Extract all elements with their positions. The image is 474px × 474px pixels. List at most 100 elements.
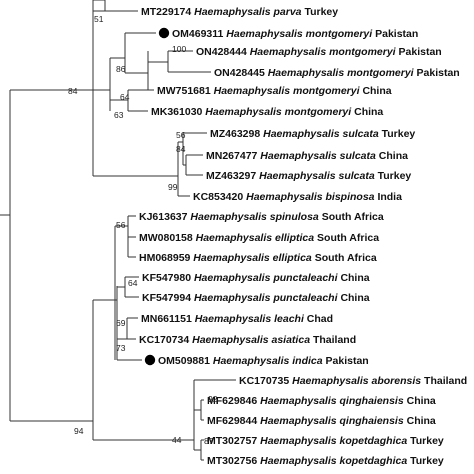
taxon-country: Turkey [304, 6, 338, 18]
taxon-species: Haemaphysalis elliptica [196, 232, 317, 244]
taxon-label: KC170734 Haemaphysalis asiatica Thailand [139, 334, 356, 346]
taxon-label: MZ463298 Haemaphysalis sulcata Turkey [210, 128, 415, 140]
taxon-label: OM509881 Haemaphysalis indica Pakistan [158, 355, 369, 367]
taxon-country: South Africa [315, 252, 377, 264]
taxon-species: Haemaphysalis kopetdaghica [260, 455, 410, 467]
taxon-accession: KC853420 [193, 191, 246, 203]
bootstrap-value: 94 [74, 426, 84, 436]
taxon-species: Haemaphysalis sulcata [260, 150, 378, 162]
taxon-species: Haemaphysalis sulcata [263, 128, 381, 140]
taxon-species: Haemaphysalis montgomeryi [205, 106, 354, 118]
bootstrap-value: 84 [176, 144, 186, 154]
sample-marker [144, 354, 156, 366]
tree-markers [144, 27, 170, 366]
taxon-country: China [354, 106, 383, 118]
taxon-label: KJ613637 Haemaphysalis spinulosa South A… [139, 211, 384, 223]
taxon-species: Haemaphysalis montgomeryi [226, 28, 375, 40]
taxon-accession: MF629844 [207, 415, 260, 427]
taxon-species: Haemaphysalis leachi [195, 313, 307, 325]
bootstrap-value: 56 [176, 130, 186, 140]
taxon-country: China [362, 85, 391, 97]
taxon-label: MK361030 Haemaphysalis montgomeryi China [151, 106, 383, 118]
taxon-country: Thailand [424, 375, 467, 387]
taxon-species: Haemaphysalis montgomeryi [250, 46, 399, 58]
taxon-label: ON428445 Haemaphysalis montgomeryi Pakis… [214, 67, 460, 79]
taxon-species: Haemaphysalis indica [213, 355, 326, 367]
taxon-accession: KC170735 [239, 375, 292, 387]
taxon-species: Haemaphysalis spinulosa [190, 211, 321, 223]
tree-labels: MT229174 Haemaphysalis parva TurkeyOM469… [139, 6, 467, 467]
bootstrap-value: 73 [116, 343, 126, 353]
taxon-country: Pakistan [417, 67, 460, 79]
taxon-country: South Africa [317, 232, 379, 244]
taxon-accession: MW751681 [157, 85, 214, 97]
taxon-label: MT302756 Haemaphysalis kopetdaghica Turk… [207, 455, 444, 467]
bootstrap-value: 69 [116, 318, 126, 328]
taxon-country: China [407, 395, 436, 407]
taxon-accession: ON428445 [214, 67, 268, 79]
bootstrap-value: 64 [120, 92, 130, 102]
taxon-accession: ON428444 [196, 46, 250, 58]
taxon-label: MN267477 Haemaphysalis sulcata China [206, 150, 408, 162]
bootstrap-value: 99 [168, 182, 178, 192]
taxon-accession: KF547980 [142, 272, 194, 284]
taxon-label: MT302757 Haemaphysalis kopetdaghica Turk… [207, 435, 444, 447]
taxon-country: India [377, 191, 402, 203]
taxon-accession: MF629846 [207, 395, 260, 407]
taxon-label: MT229174 Haemaphysalis parva Turkey [141, 6, 338, 18]
taxon-species: Haemaphysalis montgomeryi [214, 85, 363, 97]
taxon-species: Haemaphysalis elliptica [193, 252, 314, 264]
taxon-country: China [407, 415, 436, 427]
taxon-species: Haemaphysalis bispinosa [246, 191, 377, 203]
taxon-country: Turkey [378, 170, 412, 182]
bootstrap-value: 100 [172, 44, 186, 54]
taxon-accession: MT302756 [207, 455, 260, 467]
taxon-label: MN661151 Haemaphysalis leachi Chad [141, 313, 333, 325]
taxon-country: China [340, 272, 369, 284]
taxon-species: Haemaphysalis montgomeryi [268, 67, 417, 79]
taxon-label: KC853420 Haemaphysalis bispinosa India [193, 191, 402, 203]
taxon-accession: MK361030 [151, 106, 205, 118]
taxon-species: Haemaphysalis kopetdaghica [260, 435, 410, 447]
taxon-accession: MZ463298 [210, 128, 263, 140]
taxon-country: Pakistan [375, 28, 418, 40]
taxon-species: Haemaphysalis punctaleachi [194, 292, 340, 304]
taxon-country: China [379, 150, 408, 162]
taxon-species: Haemaphysalis aborensis [292, 375, 424, 387]
bootstrap-value: 51 [94, 14, 104, 24]
taxon-species: Haemaphysalis asiatica [192, 334, 313, 346]
taxon-label: HM068959 Haemaphysalis elliptica South A… [139, 252, 377, 264]
bootstrap-value: 44 [172, 435, 182, 445]
taxon-accession: KJ613637 [139, 211, 190, 223]
taxon-accession: KF547994 [142, 292, 194, 304]
taxon-label: MZ463297 Haemaphysalis sulcata Turkey [206, 170, 411, 182]
bootstrap-value: 86 [116, 64, 126, 74]
sample-marker [158, 27, 170, 39]
bootstrap-value: 64 [128, 278, 138, 288]
taxon-accession: MT302757 [207, 435, 260, 447]
bootstrap-value: 84 [68, 86, 78, 96]
taxon-species: Haemaphysalis qinghaiensis [260, 395, 406, 407]
taxon-accession: MZ463297 [206, 170, 259, 182]
taxon-accession: MN661151 [141, 313, 195, 325]
taxon-accession: OM509881 [158, 355, 213, 367]
taxon-country: Pakistan [326, 355, 369, 367]
taxon-accession: HM068959 [139, 252, 193, 264]
taxon-country: South Africa [322, 211, 384, 223]
taxon-label: KC170735 Haemaphysalis aborensis Thailan… [239, 375, 467, 387]
taxon-species: Haemaphysalis parva [194, 6, 304, 18]
taxon-species: Haemaphysalis qinghaiensis [260, 415, 406, 427]
taxon-accession: MN267477 [206, 150, 260, 162]
taxon-label: OM469311 Haemaphysalis montgomeryi Pakis… [172, 28, 418, 40]
taxon-country: China [340, 292, 369, 304]
taxon-country: Thailand [313, 334, 356, 346]
bootstrap-value: 56 [116, 220, 126, 230]
taxon-accession: MW080158 [139, 232, 196, 244]
bootstrap-value: 92 [208, 394, 218, 404]
taxon-accession: MT229174 [141, 6, 194, 18]
taxon-label: ON428444 Haemaphysalis montgomeryi Pakis… [196, 46, 442, 58]
taxon-country: Chad [307, 313, 333, 325]
taxon-species: Haemaphysalis sulcata [259, 170, 377, 182]
